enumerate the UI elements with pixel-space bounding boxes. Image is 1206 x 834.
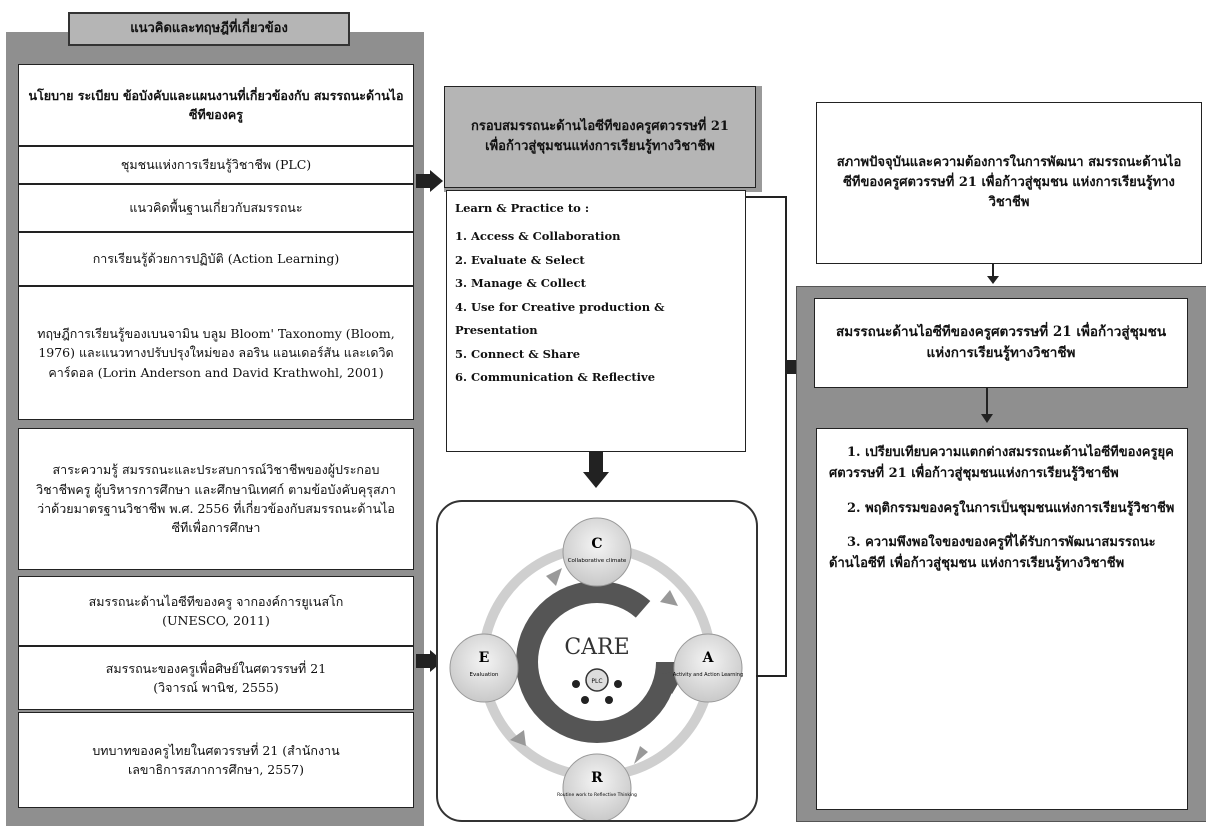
competency-box: สมรรถนะด้านไอซีทีของครูศตวรรษที่ 21 เพื่…	[814, 298, 1188, 388]
left-item-unesco: สมรรถนะด้านไอซีทีของครู จากองค์การยูเนสโ…	[18, 576, 414, 646]
plc-core	[585, 668, 609, 692]
node-e-caption: Evaluation	[469, 672, 499, 678]
node-r-letter: R	[591, 770, 603, 786]
node-a-letter: A	[702, 650, 715, 666]
node-c	[562, 517, 632, 587]
arrow-left-to-care-shaft	[416, 654, 432, 668]
dark-ring	[516, 581, 678, 743]
cycle-arrow-1	[546, 568, 562, 586]
learn-item-2: 2. Evaluate & Select	[455, 252, 585, 267]
current-state-box: สภาพปัจจุบันและความต้องการในการพัฒนา สมร…	[816, 102, 1202, 264]
left-item-policy: นโยบาย ระเบียบ ข้อบังคับและแผนงานที่เกี่…	[18, 64, 414, 146]
learn-item-4: 4. Use for Creative production &	[455, 299, 665, 314]
care-diagram-frame: CARE PLC C Collaborative climate A Activ…	[436, 500, 758, 822]
left-item-professional-standards: สาระความรู้ สมรรถนะและประสบการณ์วิชาชีพข…	[18, 428, 414, 570]
left-item-bloom-taxonomy: ทฤษฎีการเรียนรู้ของเบนจามิน บลูม Bloom' …	[18, 286, 414, 420]
arrow-competency-to-outcomes-head	[981, 414, 993, 423]
left-item-thai-teacher-role: บทบาทของครูไทยในศตวรรษที่ 21 (สำนักงานเล…	[18, 712, 414, 808]
care-cycle-graphic: CARE PLC C Collaborative climate A Activ…	[449, 517, 743, 820]
plc-core-label: PLC	[591, 678, 602, 685]
arrow-list-to-care-shaft	[589, 452, 603, 474]
care-center-label: CARE	[564, 635, 629, 660]
outcome-3: 3. ความพึงพอใจของของครูที่ได้รับการพัฒนา…	[829, 535, 1156, 572]
outcomes-box: 1. เปรียบเทียบความแตกต่างสมรรถนะด้านไอซี…	[816, 428, 1188, 810]
node-a	[673, 633, 743, 703]
arrow-list-to-care-head	[583, 472, 609, 488]
left-item-wicharn: สมรรถนะของครูเพื่อศิษย์ในศตวรรษที่ 21 (ว…	[18, 646, 414, 710]
framework-title: กรอบสมรรถนะด้านไอซีทีของครูศตวรรษที่ 21 …	[444, 86, 756, 188]
connector-bottom-horizontal	[756, 675, 787, 677]
learn-item-3: 3. Manage & Collect	[455, 276, 586, 290]
learn-practice-list: Learn & Practice to : 1. Access & Collab…	[446, 190, 746, 452]
cycle-arrow-2	[660, 590, 678, 606]
node-a-caption: Activity and Action Learning	[673, 672, 743, 678]
learn-item-5: 5. Connect & Share	[455, 346, 581, 361]
left-item-plc: ชุมชนแห่งการเรียนรู้วิชาชีพ (PLC)	[18, 146, 414, 184]
learn-item-1: 1. Access & Collaboration	[455, 229, 621, 243]
left-item-action-learning: การเรียนรู้ด้วยการปฏิบัติ (Action Learni…	[18, 232, 414, 286]
node-e-letter: E	[479, 650, 490, 666]
node-r	[562, 753, 632, 820]
node-r-caption: Routine work to Reflective Thinking	[557, 792, 637, 798]
learn-practice-heading: Learn & Practice to :	[455, 201, 590, 215]
left-item-competency-concept: แนวคิดพื้นฐานเกี่ยวกับสมรรถนะ	[18, 184, 414, 232]
learn-item-6: 6. Communication & Reflective	[455, 370, 656, 384]
arrow-competency-to-outcomes-shaft	[986, 388, 988, 416]
outcome-1: 1. เปรียบเทียบความแตกต่างสมรรถนะด้านไอซี…	[829, 445, 1174, 481]
node-c-letter: C	[591, 536, 602, 552]
node-c-caption: Collaborative climate	[568, 558, 627, 564]
connector-top-horizontal	[746, 196, 786, 198]
cycle-arrow-3	[634, 746, 648, 764]
outcome-2: 2. พฤติกรรมของครูในการเป็นชุมชนแห่งการเร…	[847, 500, 1175, 516]
left-header: แนวคิดและทฤษฎีที่เกี่ยวข้อง	[68, 12, 350, 46]
node-e	[449, 633, 519, 703]
cycle-arrow-4	[510, 730, 526, 746]
arrow-state-to-panel-head	[987, 276, 999, 284]
arrow-left-to-framework-shaft	[416, 174, 432, 188]
arrow-state-to-panel-shaft	[992, 264, 994, 278]
arrow-left-to-framework-head	[430, 170, 443, 192]
learn-item-4b: Presentation	[455, 323, 538, 337]
connector-vertical	[785, 196, 787, 676]
